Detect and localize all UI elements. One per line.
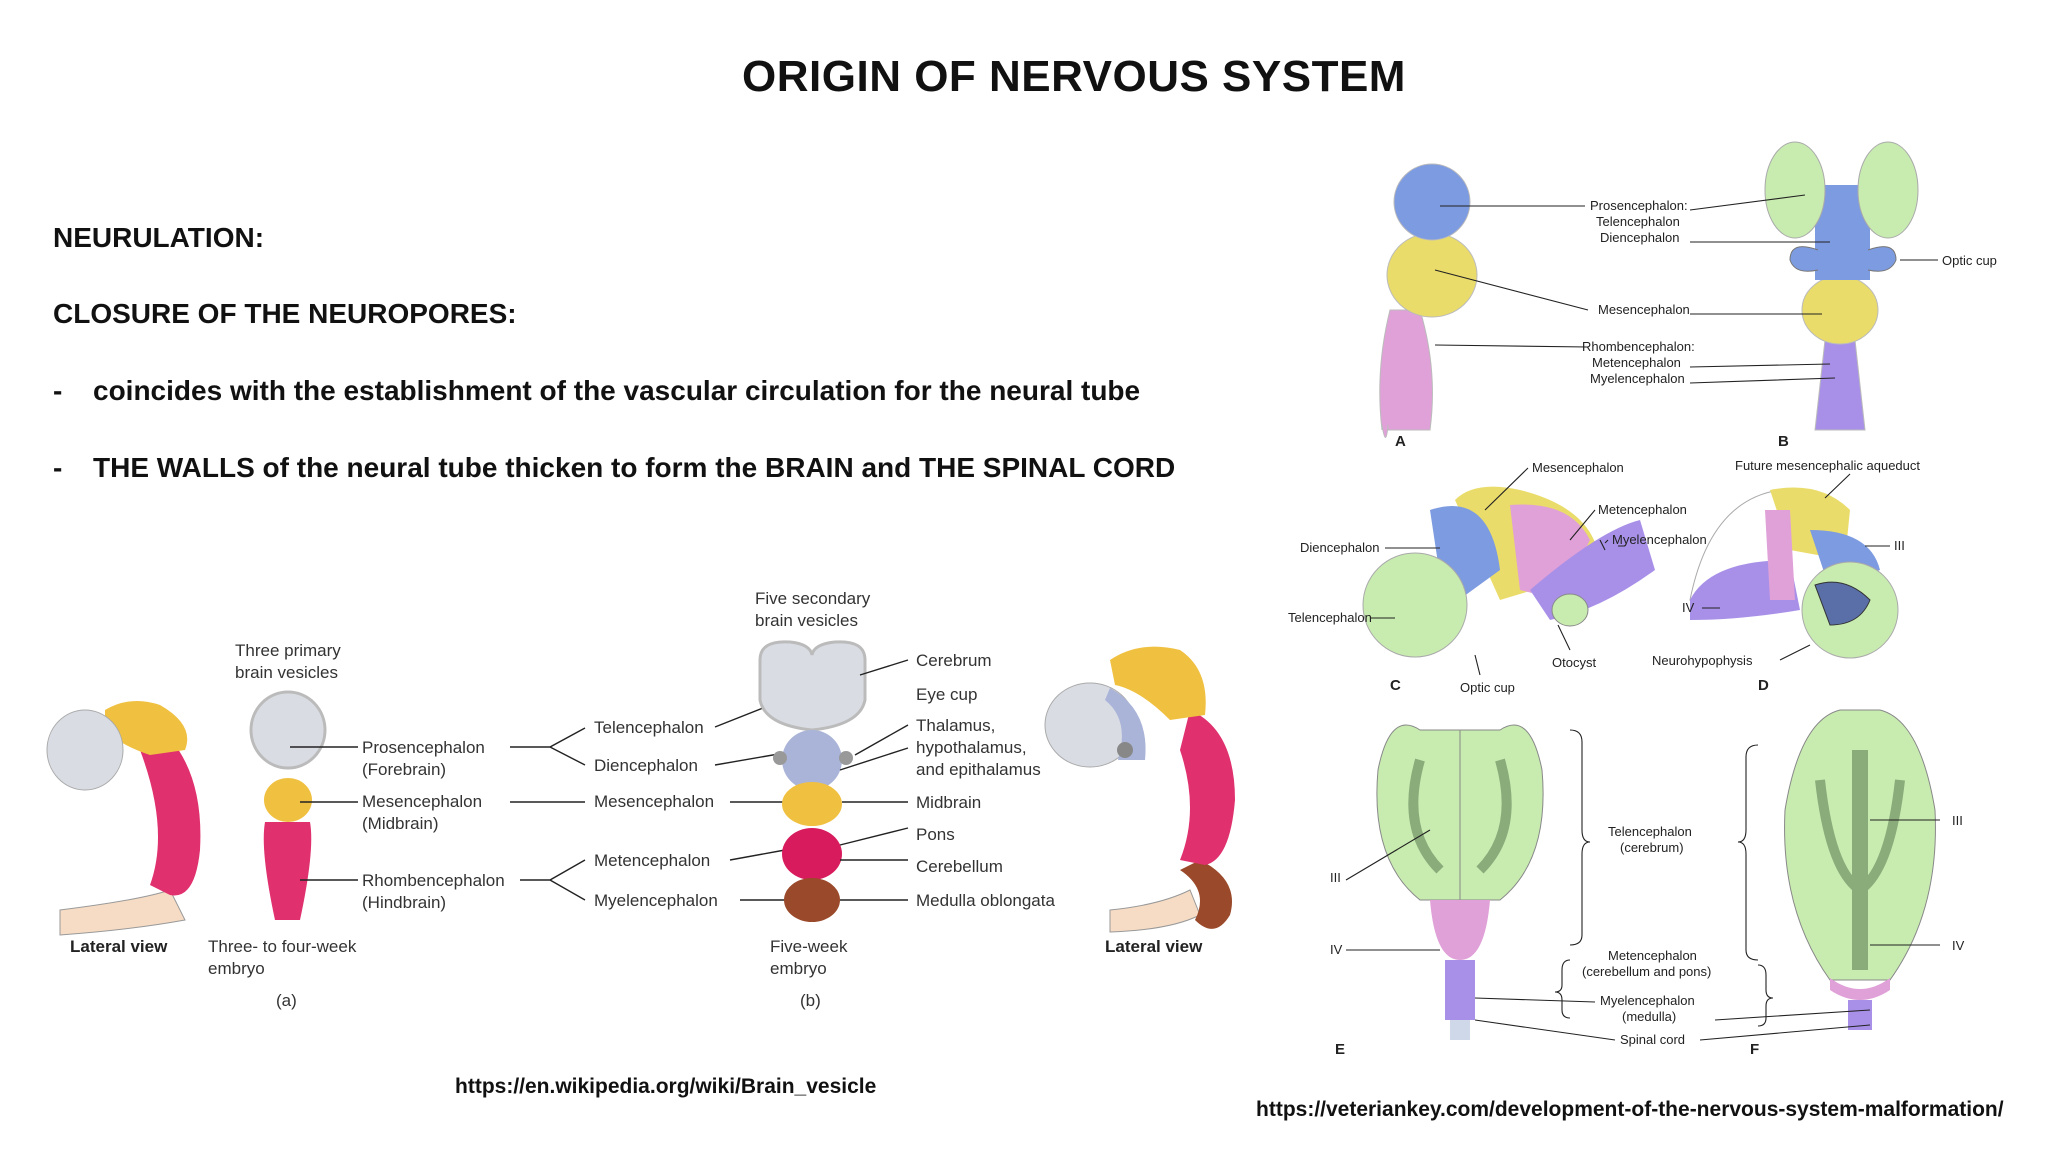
telencephalon-label: Telencephalon <box>1596 214 1680 229</box>
heading-closure: CLOSURE OF THE NEUROPORES: <box>53 298 517 329</box>
myelencephalon-label: Myelencephalon <box>1590 371 1685 386</box>
panel-c: Mesencephalon C Mesencephalon Metencepha… <box>1288 460 1707 695</box>
source-link-left[interactable]: https://en.wikipedia.org/wiki/Brain_vesi… <box>455 1075 877 1098</box>
adult-labels: Cerebrum Eye cup Thalamus, hypothalamus,… <box>839 651 1055 910</box>
bullet-text: THE WALLS of the neural tube thicken to … <box>93 452 1176 483</box>
panel-letter-c: C <box>1390 677 1401 694</box>
midbrain-label: (Midbrain) <box>362 814 439 833</box>
diencephalon-label: Diencephalon <box>1600 230 1680 245</box>
lateral-embryo-right <box>1044 646 1235 933</box>
metencephalon-label: Metencephalon <box>594 851 710 870</box>
mesencephalon-label: Mesencephalon <box>1532 460 1624 475</box>
panel-f: F III IV <box>1750 709 1965 1058</box>
primary-labels: Prosencephalon (Forebrain) Mesencephalon… <box>290 738 505 912</box>
embryo-b-label: Five-week <box>770 937 848 956</box>
prosencephalon-label: Prosencephalon: <box>1590 198 1688 213</box>
bullet-text: coincides with the establishment of the … <box>93 375 1141 406</box>
epithalamus-label: and epithalamus <box>916 760 1041 779</box>
brain-vesicles-figure: Lateral view Three primary brain vesicle… <box>46 589 1235 1010</box>
otocyst-label: Otocyst <box>1552 655 1596 670</box>
diencephalon-label: Diencephalon <box>594 756 698 775</box>
embryo-b-label: embryo <box>770 959 827 978</box>
midbrain-label: Midbrain <box>916 793 981 812</box>
metencephalon-label: Metencephalon <box>1598 502 1687 517</box>
myelencephalon-label: Myelencephalon <box>1600 993 1695 1008</box>
panel-a-label: (a) <box>276 991 297 1010</box>
panel-letter-b: B <box>1778 433 1789 450</box>
lateral-view-label: Lateral view <box>1105 937 1203 956</box>
neurohypophysis-label: Neurohypophysis <box>1652 653 1753 668</box>
iii-label: III <box>1952 813 1963 828</box>
prosencephalon-label: Prosencephalon <box>362 738 485 757</box>
iii-label: III <box>1894 538 1905 553</box>
iii-label: III <box>1330 870 1341 885</box>
five-secondary-label: Five secondary <box>755 589 871 608</box>
iv-label: IV <box>1952 938 1965 953</box>
embryology-panels-figure: A Prosencephalon: Telencephalon Dienceph… <box>1288 141 1997 1058</box>
five-secondary-label: brain vesicles <box>755 611 858 630</box>
aqueduct-label: Future mesencephalic aqueduct <box>1735 458 1920 473</box>
metencephalon-label: Metencephalon <box>1592 355 1681 370</box>
medulla-label: (medulla) <box>1622 1009 1676 1024</box>
cerebellum-pons-label: (cerebellum and pons) <box>1582 964 1711 979</box>
hypothalamus-label: hypothalamus, <box>916 738 1027 757</box>
optic-cup-label: Optic cup <box>1942 253 1997 268</box>
embryo-a-label: Three- to four-week <box>208 937 357 956</box>
telencephalon-label: Telencephalon <box>594 718 704 737</box>
panel-letter-f: F <box>1750 1041 1759 1058</box>
panel-b-label: (b) <box>800 991 821 1010</box>
panel-letter-e: E <box>1335 1041 1345 1058</box>
panel-letter-d: D <box>1758 677 1769 694</box>
bullet-dash: - <box>53 452 63 483</box>
mesencephalon-label: Mesencephalon <box>362 792 482 811</box>
three-primary-label: brain vesicles <box>235 663 338 682</box>
cerebellum-label: Cerebellum <box>916 857 1003 876</box>
diencephalon-label: Diencephalon <box>1300 540 1380 555</box>
embryo-a-label: embryo <box>208 959 265 978</box>
rhombencephalon-label: Rhombencephalon <box>362 871 505 890</box>
panel-e: E III IV <box>1330 724 1544 1058</box>
bullet-dash: - <box>53 375 63 406</box>
panel-d: D Future mesencephalic aqueduct III IV N… <box>1652 458 1920 694</box>
secondary-labels: Telencephalon Diencephalon Mesencephalon… <box>594 701 791 910</box>
myelencephalon-label: Myelencephalon <box>1612 532 1707 547</box>
three-primary-label: Three primary <box>235 641 341 660</box>
lateral-embryo-left <box>46 701 201 936</box>
bullet-item: -coincides with the establishment of the… <box>53 375 1140 407</box>
cerebrum-label: (cerebrum) <box>1620 840 1684 855</box>
myelencephalon-label: Myelencephalon <box>594 891 718 910</box>
telencephalon-label: Telencephalon <box>1288 610 1372 625</box>
lateral-view-label: Lateral view <box>70 937 168 956</box>
thalamus-label: Thalamus, <box>916 716 995 735</box>
three-vesicle-tube <box>249 690 327 920</box>
heading-neurulation: NEURULATION: <box>53 222 265 253</box>
source-link-right[interactable]: https://veteriankey.com/development-of-t… <box>1256 1098 2004 1121</box>
metencephalon-label: Metencephalon <box>1608 948 1697 963</box>
spinal-cord-label: Spinal cord <box>1620 1032 1685 1047</box>
panel-a: A Prosencephalon: Telencephalon Dienceph… <box>1379 163 1695 450</box>
forebrain-label: (Forebrain) <box>362 760 446 779</box>
eye-cup-label: Eye cup <box>916 685 977 704</box>
five-vesicle-tube <box>758 640 867 922</box>
rhombencephalon-label: Rhombencephalon: <box>1582 339 1695 354</box>
hindbrain-label: (Hindbrain) <box>362 893 446 912</box>
panel-letter-a: A <box>1395 433 1406 450</box>
mesencephalon-label: Mesencephalon <box>594 792 714 811</box>
medulla-label: Medulla oblongata <box>916 891 1055 910</box>
page-title: ORIGIN OF NERVOUS SYSTEM <box>742 52 1406 101</box>
optic-cup-label: Optic cup <box>1460 680 1515 695</box>
ef-labels: Telencephalon (cerebrum) Metencephalon (… <box>1474 729 1871 1047</box>
pons-label: Pons <box>916 825 955 844</box>
cerebrum-label: Cerebrum <box>916 651 992 670</box>
panel-b: B Optic cup <box>1689 141 1997 450</box>
iv-label: IV <box>1330 942 1343 957</box>
iv-label: IV <box>1682 600 1695 615</box>
telencephalon-label: Telencephalon <box>1608 824 1692 839</box>
bullet-item: -THE WALLS of the neural tube thicken to… <box>53 452 1175 484</box>
mesencephalon-label: Mesencephalon <box>1598 302 1690 317</box>
